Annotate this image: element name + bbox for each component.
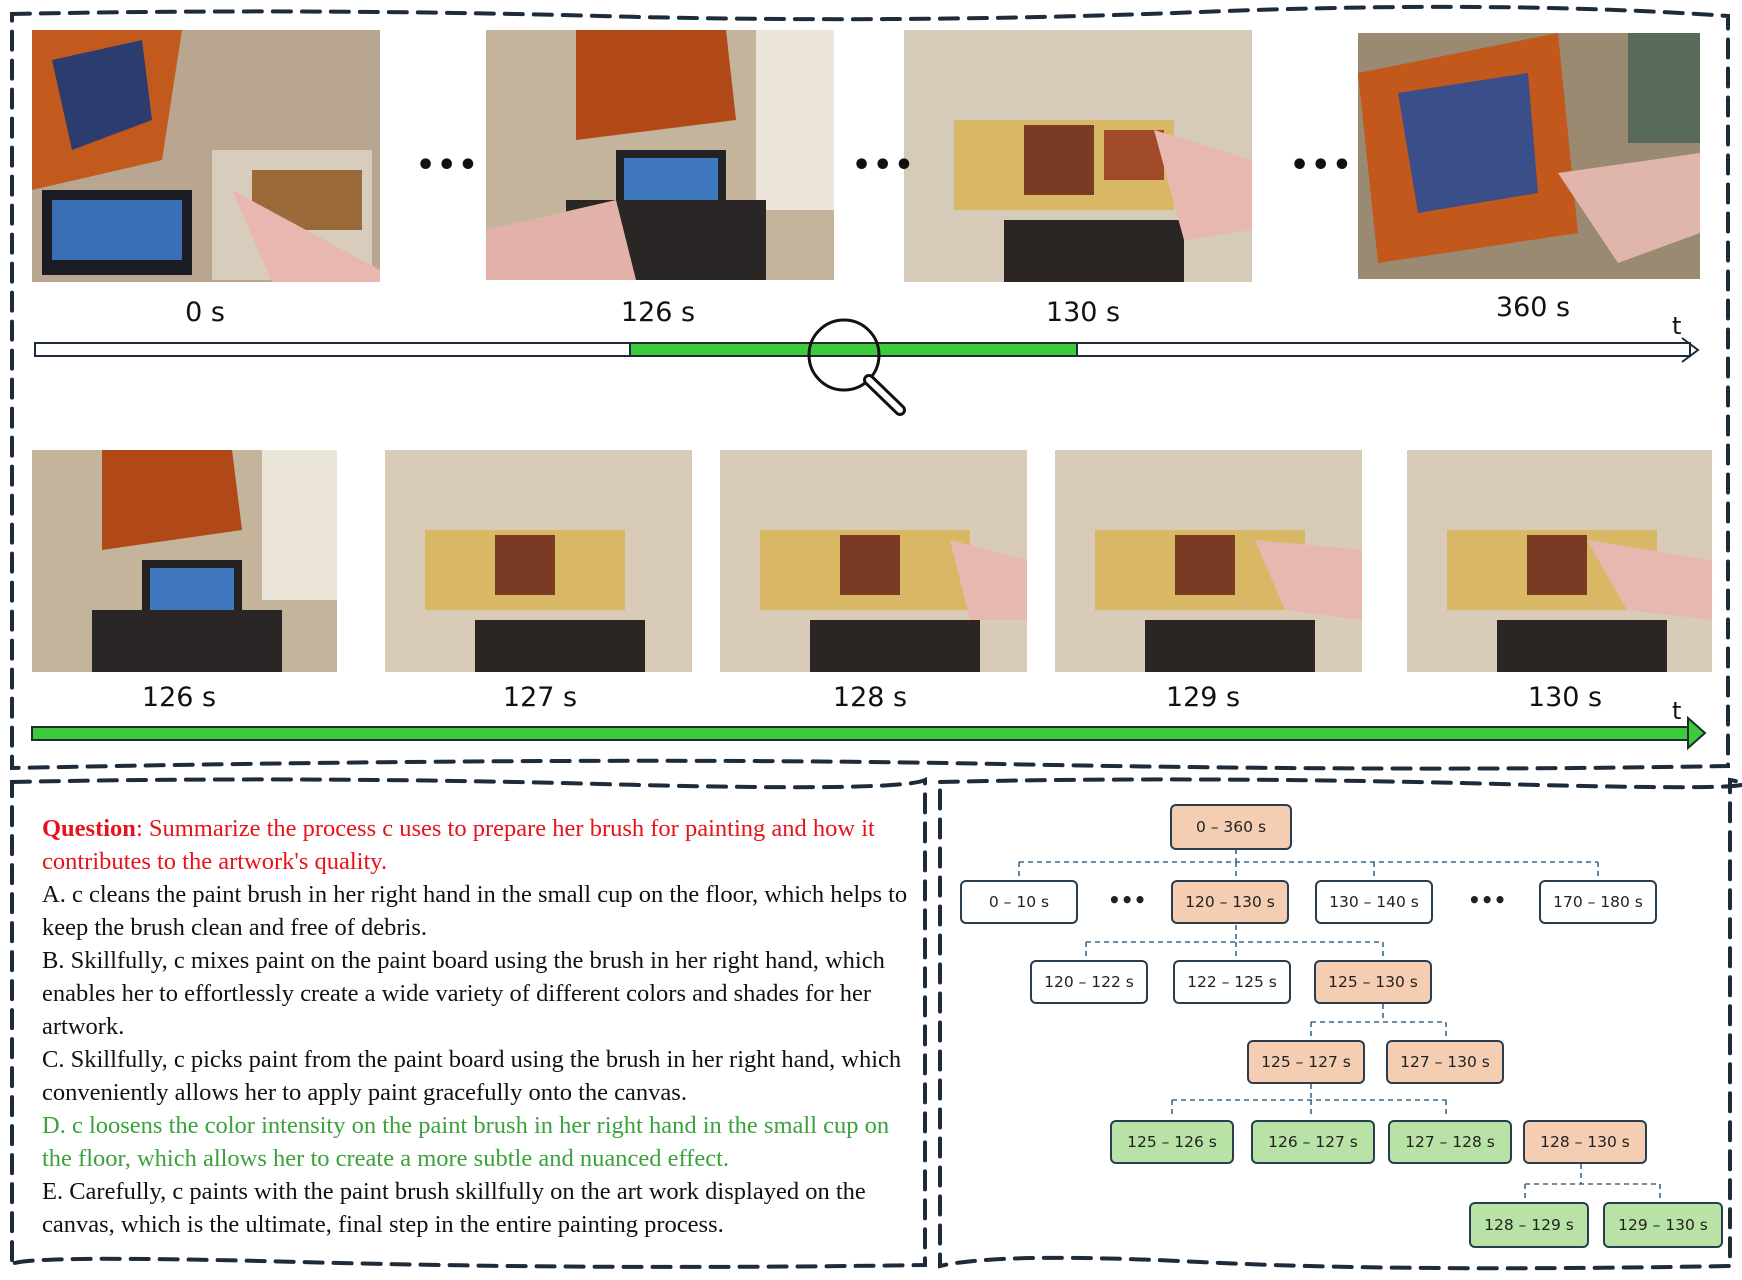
- timeline-bottom-arrow: [31, 715, 1707, 751]
- tree-ellipsis-2: •••: [1468, 888, 1507, 912]
- tree-node-l1-3: 170 – 180 s: [1539, 880, 1657, 924]
- option-b[interactable]: B. Skillfully, c mixes paint on the pain…: [42, 947, 885, 1040]
- video-frame-0s: [32, 30, 380, 282]
- ellipsis-3: •••: [1290, 148, 1354, 183]
- timeline-bottom-label-0: 126 s: [141, 682, 217, 713]
- timeline-top-label-0: 0 s: [185, 297, 225, 328]
- tree-node-l4-2: 127 – 128 s: [1388, 1120, 1512, 1164]
- timeline-top-label-3: 360 s: [1495, 292, 1571, 323]
- video-frame-126s: [486, 30, 834, 280]
- tree-node-l4-3: 128 – 130 s: [1523, 1120, 1647, 1164]
- tree-node-l1-0: 0 – 10 s: [960, 880, 1078, 924]
- video-frame-360s: [1358, 33, 1700, 279]
- tree-node-l3-1: 127 – 130 s: [1386, 1040, 1504, 1084]
- timeline-top-label-1: 126 s: [620, 297, 696, 328]
- tree-node-l3-0: 125 – 127 s: [1247, 1040, 1365, 1084]
- timeline-top-arrow: [34, 318, 1700, 416]
- option-d[interactable]: D. c loosens the color intensity on the …: [42, 1112, 890, 1172]
- ellipsis-2: •••: [852, 148, 916, 183]
- question-text: : Summarize the process c uses to prepar…: [42, 815, 875, 875]
- tree-node-l2-0: 120 – 122 s: [1030, 960, 1148, 1004]
- magnifier-icon: [807, 318, 906, 416]
- tree-node-l5-0: 128 – 129 s: [1469, 1202, 1589, 1248]
- question: Question: Summarize the process c uses t…: [42, 812, 922, 878]
- tree-node-l1-2: 130 – 140 s: [1315, 880, 1433, 924]
- tree-node-l5-1: 129 – 130 s: [1603, 1202, 1723, 1248]
- timeline-bottom-label-1: 127 s: [502, 682, 578, 713]
- timeline-bottom-axis-label: t: [1672, 697, 1682, 725]
- question-panel: Question: Summarize the process c uses t…: [42, 812, 922, 1241]
- video-frame-128s: [720, 450, 1027, 672]
- option-c[interactable]: C. Skillfully, c picks paint from the pa…: [42, 1046, 902, 1106]
- video-frame-126s-b: [32, 450, 337, 672]
- timeline-top-label-2: 130 s: [1045, 297, 1121, 328]
- tree-node-l2-1: 122 – 125 s: [1173, 960, 1291, 1004]
- timeline-bottom-label-2: 128 s: [832, 682, 908, 713]
- ellipsis-1: •••: [416, 148, 480, 183]
- tree-node-root: 0 – 360 s: [1170, 804, 1292, 850]
- tree-ellipsis-1: •••: [1108, 888, 1147, 912]
- video-frame-130s-b: [1407, 450, 1712, 672]
- video-frame-129s: [1055, 450, 1362, 672]
- question-prefix: Question: [42, 815, 136, 842]
- timeline-top-axis-label: t: [1672, 312, 1682, 340]
- tree-node-l4-0: 125 – 126 s: [1110, 1120, 1234, 1164]
- timeline-bottom-label-3: 129 s: [1165, 682, 1241, 713]
- video-frame-130s: [904, 30, 1252, 282]
- option-a[interactable]: A. c cleans the paint brush in her right…: [42, 881, 908, 941]
- video-frame-127s: [385, 450, 692, 672]
- timeline-bottom-label-4: 130 s: [1527, 682, 1603, 713]
- tree-node-l1-1: 120 – 130 s: [1171, 880, 1289, 924]
- tree-node-l2-2: 125 – 130 s: [1314, 960, 1432, 1004]
- option-e[interactable]: E. Carefully, c paints with the paint br…: [42, 1178, 866, 1238]
- tree-node-l4-1: 126 – 127 s: [1251, 1120, 1375, 1164]
